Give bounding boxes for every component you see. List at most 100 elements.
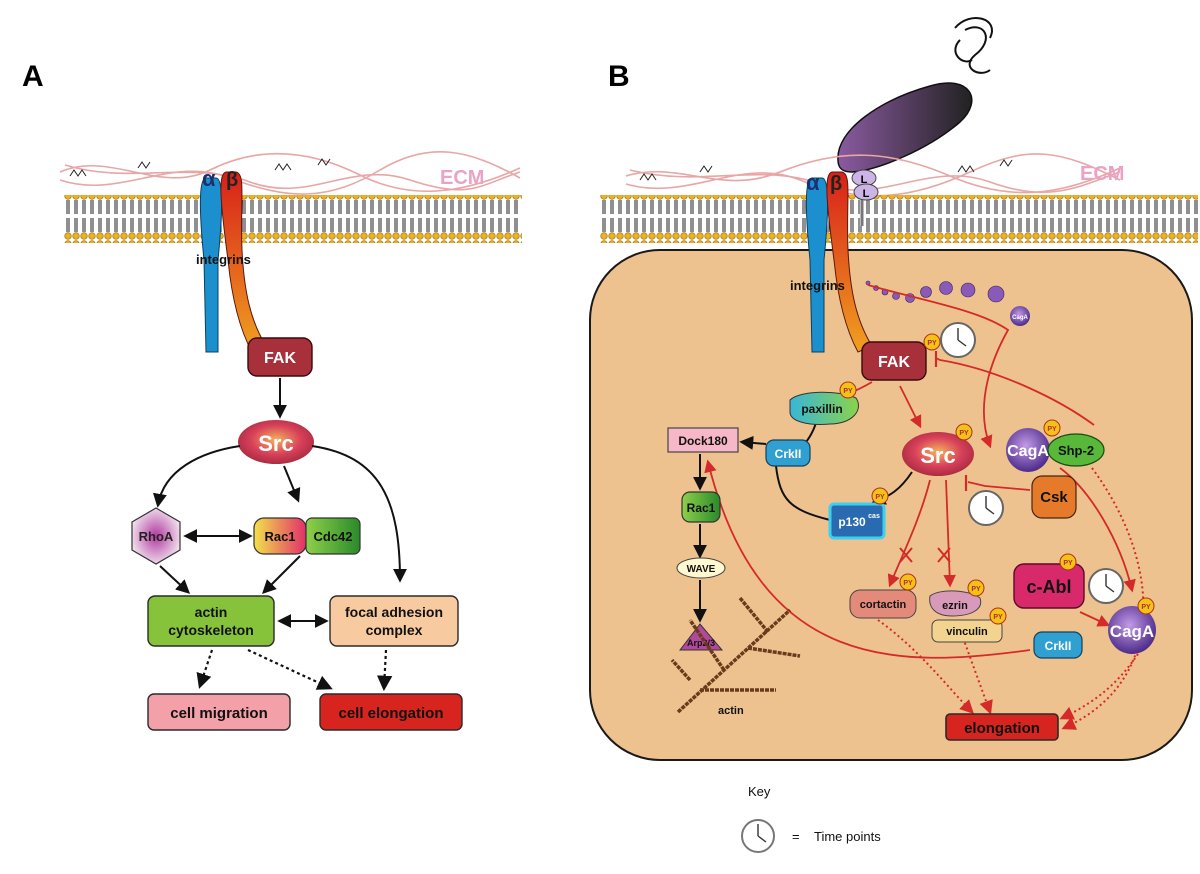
py-badge-ezrin: PY	[967, 579, 985, 597]
ezrin-node	[929, 590, 982, 617]
key-time-points: Time points	[814, 829, 881, 844]
dock180-node	[667, 427, 739, 453]
cell-elongation-label-a: cell elongation	[338, 705, 443, 722]
panel-b-letter: B	[608, 60, 630, 93]
py-badge-paxillin: PY	[839, 381, 857, 399]
panel-a-letter: A	[22, 60, 44, 93]
alpha-label-b: α	[806, 170, 820, 195]
crkii-label-2: CrkII	[1045, 639, 1072, 653]
csk-node	[1031, 475, 1077, 519]
svg-text:PY: PY	[993, 614, 1003, 621]
key-equals: =	[792, 829, 800, 844]
actin-cytoskeleton-node-a	[147, 595, 275, 647]
actin-line2-a: cytoskeleton	[168, 622, 254, 638]
cell-membrane-a	[64, 195, 522, 243]
ezrin-label: ezrin	[942, 600, 968, 612]
arrows-from-src-a	[153, 445, 407, 583]
py-badge-caga: PY	[1043, 419, 1061, 437]
vinculin-label: vinculin	[946, 626, 988, 638]
cortactin-label: cortactin	[860, 599, 907, 611]
host-cell	[589, 249, 1193, 761]
clock-icon	[940, 322, 976, 358]
key-title: Key	[748, 784, 771, 799]
caga-small-label: CagA	[1012, 315, 1028, 321]
py-badge-cortactin: PY	[899, 573, 917, 591]
elongation-node	[945, 713, 1059, 741]
elongation-label: elongation	[964, 720, 1040, 737]
wave-node	[676, 557, 726, 579]
arrows-to-actin-a	[159, 555, 301, 594]
py-badge-p130: PY	[871, 487, 889, 505]
svg-text:PY: PY	[971, 586, 981, 593]
cdc42-node-a	[305, 517, 361, 555]
p130-label: p130	[838, 515, 866, 529]
src-node-b	[902, 432, 974, 476]
ecm-fibers-a	[59, 151, 521, 195]
rac1-label-b: Rac1	[687, 501, 716, 515]
svg-text:PY: PY	[843, 388, 853, 395]
src-label-b: Src	[920, 443, 955, 468]
cell-membrane-b	[600, 195, 1198, 243]
beta-label-b: β	[830, 173, 842, 195]
svg-text:PY: PY	[903, 580, 913, 587]
shp2-label: Shp-2	[1058, 443, 1094, 458]
caga-node-2	[1108, 606, 1156, 654]
ecm-squiggles-a	[69, 158, 331, 177]
svg-text:PY: PY	[1141, 604, 1151, 611]
shp2-node	[1047, 433, 1105, 467]
helicobacter-bacterium	[837, 17, 993, 173]
clock-icon	[968, 490, 1004, 526]
p130-cas-superscript: cas	[868, 513, 880, 520]
caga-label: CagA	[1007, 443, 1049, 460]
alpha-integrin-b	[805, 177, 829, 353]
caga-small-node	[1010, 306, 1030, 326]
py-badge-fak: PY	[923, 333, 941, 351]
paxillin-node	[789, 391, 859, 425]
py-badges: PY PY PY PY PY PY PY PY PY PY	[839, 333, 1155, 625]
fak-label-a: FAK	[264, 350, 296, 367]
clock-icon	[1088, 568, 1124, 604]
svg-text:PY: PY	[927, 340, 937, 347]
cdc42-label-a: Cdc42	[313, 529, 352, 544]
caga-node	[1006, 428, 1050, 472]
cabl-node	[1013, 563, 1085, 609]
rac1-node-b	[681, 491, 721, 523]
ecm-label-b: ECM	[1080, 163, 1124, 185]
cortactin-node	[849, 589, 917, 619]
fak-node-b	[861, 341, 927, 381]
ecm-squiggles-b	[639, 159, 1013, 181]
alpha-integrin-a	[199, 177, 223, 353]
paxillin-label: paxillin	[801, 402, 842, 416]
py-badge-caga-2: PY	[1137, 597, 1155, 615]
focal-adhesion-node-a	[329, 595, 459, 647]
rhoa-label-a: RhoA	[139, 529, 174, 544]
p130cas-node	[828, 502, 886, 540]
key-clock-icon	[741, 819, 775, 853]
crkii-node-2	[1033, 631, 1083, 659]
wave-label: WAVE	[687, 564, 716, 575]
inhibition-crosses	[899, 547, 951, 563]
adhesin-l1-label: L	[861, 174, 868, 186]
actin-filaments	[670, 596, 801, 714]
cell-elongation-node-a	[319, 693, 463, 731]
rac1-label-a: Rac1	[264, 529, 295, 544]
alpha-label-a: α	[202, 166, 216, 191]
svg-text:PY: PY	[875, 494, 885, 501]
cell-migration-node-a	[147, 693, 291, 731]
fak-label-b: FAK	[878, 354, 910, 371]
crkii-node	[765, 439, 811, 467]
vinculin-node	[931, 619, 1003, 643]
focal-line1-a: focal adhesion	[345, 604, 443, 620]
py-badge-src: PY	[955, 423, 973, 441]
adhesin-l2	[853, 183, 879, 201]
arp23-label: Arp2/3	[687, 638, 715, 648]
ecm-label-a: ECM	[440, 167, 484, 189]
csk-label: Csk	[1040, 489, 1068, 506]
src-label-a: Src	[258, 431, 293, 456]
adhesin-l2-label: L	[863, 188, 870, 200]
cell-migration-label-a: cell migration	[170, 705, 268, 722]
dock180-label: Dock180	[678, 434, 728, 448]
crkii-label: CrkII	[775, 447, 802, 461]
fak-node-a	[247, 337, 313, 377]
